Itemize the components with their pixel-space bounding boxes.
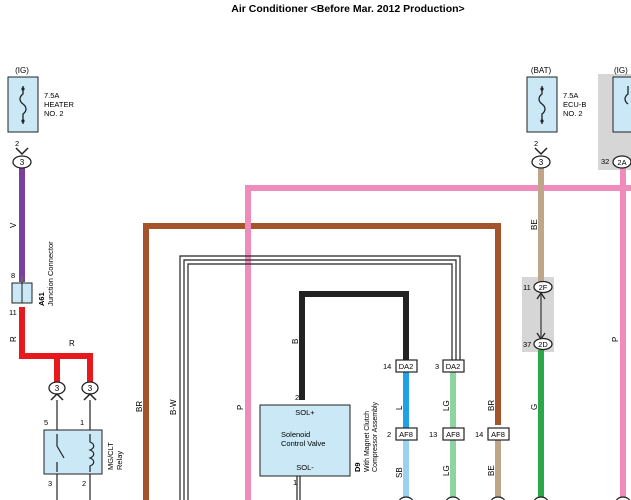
- svg-text:7.5A: 7.5A: [44, 91, 59, 100]
- relay-switch-icon: [56, 434, 65, 472]
- svg-text:HEATER: HEATER: [44, 100, 74, 109]
- connector-da2-right: 3 DA2: [435, 359, 465, 373]
- svg-text:2A: 2A: [617, 158, 626, 167]
- svg-text:3: 3: [435, 362, 439, 371]
- svg-text:ECU-B: ECU-B: [563, 100, 586, 109]
- svg-text:2D: 2D: [538, 340, 548, 349]
- wire-label-b-w: B-W: [169, 399, 178, 415]
- svg-text:2: 2: [387, 430, 391, 439]
- fuse-ecub: (BAT) 7.5A ECU-B NO. 2 2 3: [526, 66, 586, 169]
- wire-label-l: L: [395, 405, 404, 410]
- svg-text:2: 2: [82, 479, 86, 488]
- svg-text:With Magnet Clutch: With Magnet Clutch: [364, 411, 371, 472]
- fuse-heater-source: (IG): [15, 66, 29, 75]
- svg-text:AF8: AF8: [446, 430, 460, 439]
- wire-label-b: B: [291, 339, 300, 344]
- svg-text:8: 8: [11, 271, 15, 280]
- svg-text:DA2: DA2: [399, 362, 414, 371]
- bottom-connector-hints: [398, 496, 631, 500]
- fuse-right-symbol-icon: [624, 86, 629, 105]
- svg-text:SOL-: SOL-: [296, 463, 314, 472]
- wire-label-br2: BR: [487, 400, 496, 411]
- svg-text:AF8: AF8: [491, 430, 505, 439]
- svg-text:3: 3: [20, 158, 25, 167]
- wire-brown: [143, 223, 501, 500]
- wire-label-be2: BE: [487, 465, 496, 476]
- connector-2f: 11 2F: [523, 280, 553, 300]
- wire-label-r2: R: [69, 339, 75, 348]
- svg-text:MG/CLT: MG/CLT: [106, 442, 115, 470]
- svg-text:2: 2: [15, 139, 19, 148]
- wire-label-lg2: LG: [442, 465, 451, 476]
- diagram-title: Air Conditioner <Before Mar. 2012 Produc…: [231, 3, 464, 15]
- fuse-heater-symbol-icon: [19, 86, 27, 124]
- svg-text:SOL+: SOL+: [295, 408, 315, 417]
- relay-mg-clt: 3 3 5 1 3 2 MG/CLT Relay: [43, 381, 124, 488]
- svg-text:5: 5: [44, 418, 48, 427]
- connector-af8-2: 13 AF8: [429, 427, 465, 441]
- connector-2d: 37 2D: [523, 332, 553, 351]
- fuse-heater: (IG) 7.5A HEATER NO. 2 2 3: [7, 66, 74, 169]
- svg-text:Control Valve: Control Valve: [281, 439, 325, 448]
- svg-text:37: 37: [523, 340, 531, 349]
- svg-text:Relay: Relay: [115, 451, 124, 470]
- fuse-right-source: (IG): [614, 66, 628, 75]
- wire-red: [19, 307, 60, 382]
- svg-text:3: 3: [48, 479, 52, 488]
- svg-text:AF8: AF8: [399, 430, 413, 439]
- wire-red-branch: [50, 353, 93, 382]
- svg-text:Junction Connector: Junction Connector: [46, 241, 55, 306]
- svg-text:A61: A61: [37, 292, 46, 306]
- wire-b-w-mid: [183, 259, 457, 500]
- svg-text:Solenoid: Solenoid: [281, 430, 310, 439]
- svg-text:NO. 2: NO. 2: [563, 109, 583, 118]
- svg-text:32: 32: [601, 157, 609, 166]
- solenoid-control-valve: 2 SOL+ Solenoid Control Valve SOL- 1 D9 …: [259, 393, 379, 487]
- relay-coil-icon: [88, 434, 95, 472]
- svg-text:2: 2: [534, 139, 538, 148]
- svg-text:13: 13: [429, 430, 437, 439]
- svg-text:3: 3: [539, 158, 544, 167]
- wire-b-w-outer: [179, 255, 461, 500]
- svg-text:11: 11: [9, 308, 17, 317]
- svg-text:2F: 2F: [539, 283, 548, 292]
- svg-text:D9: D9: [353, 462, 362, 472]
- svg-text:3: 3: [55, 384, 60, 393]
- svg-text:DA2: DA2: [446, 362, 461, 371]
- connector-af8-3: 14 AF8: [475, 427, 510, 441]
- wire-label-v: V: [9, 222, 18, 228]
- connector-da2-left: 14 DA2: [383, 359, 418, 373]
- wire-label-sb: SB: [395, 467, 404, 478]
- wire-label-r1: R: [9, 336, 18, 342]
- fuse-ecub-source: (BAT): [531, 66, 552, 75]
- wire-pink: [245, 185, 631, 500]
- fuse-ecub-symbol-icon: [538, 86, 546, 124]
- svg-text:14: 14: [475, 430, 483, 439]
- svg-text:NO. 2: NO. 2: [44, 109, 64, 118]
- wire-label-be1: BE: [530, 219, 539, 230]
- wire-label-lg1: LG: [442, 400, 451, 411]
- svg-text:1: 1: [80, 418, 84, 427]
- svg-text:14: 14: [383, 362, 391, 371]
- junction-connector-a61: 8 11 A61 Junction Connector: [9, 241, 55, 317]
- svg-text:2: 2: [295, 393, 299, 402]
- svg-text:11: 11: [523, 283, 531, 292]
- svg-text:Compressor Assembly: Compressor Assembly: [372, 401, 379, 472]
- wire-label-p1: P: [236, 405, 245, 410]
- wire-label-p2: P: [611, 337, 620, 342]
- svg-text:1: 1: [293, 478, 297, 487]
- fuse-right: (IG) 32 2A: [601, 66, 631, 169]
- connector-af8-1: 2 AF8: [387, 427, 418, 441]
- wire-black: [299, 291, 409, 400]
- wire-label-br: BR: [135, 401, 144, 412]
- wire-b-w-inner: [187, 263, 453, 500]
- svg-text:7.5A: 7.5A: [563, 91, 578, 100]
- svg-text:3: 3: [88, 384, 93, 393]
- wire-label-g: G: [530, 404, 539, 410]
